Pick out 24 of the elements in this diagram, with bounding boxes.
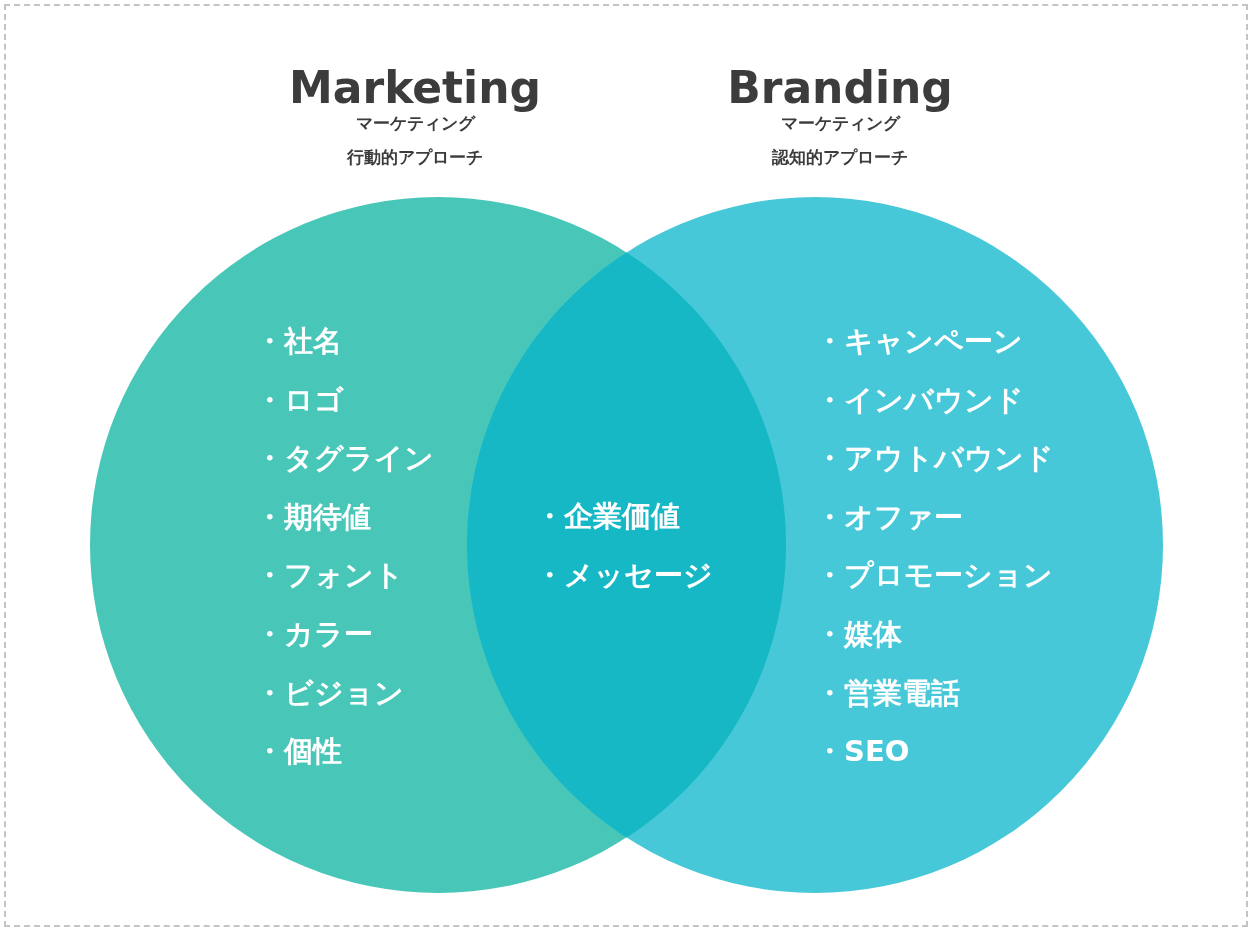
subheading: マーケティング — [355, 114, 475, 134]
list-item: ・媒体 — [815, 618, 902, 652]
subheading: 認知的アプローチ — [772, 148, 908, 168]
list-item: ・期待値 — [255, 500, 371, 535]
list-item: ・キャンペーン — [815, 325, 1023, 359]
list-item: ・営業電話 — [815, 676, 960, 710]
heading: Branding — [727, 63, 953, 114]
list-item: ・SEO — [815, 735, 910, 769]
list-item: ・社名 — [255, 325, 342, 359]
list-item: ・メッセージ — [535, 558, 713, 592]
list-item: ・インバウンド — [815, 383, 1024, 417]
list-item: ・タグライン — [255, 442, 434, 476]
list-item: ・アウトバウンド — [815, 442, 1054, 476]
subheading: マーケティング — [780, 114, 900, 134]
list-item: ・ロゴ — [255, 383, 344, 417]
heading: Marketing — [289, 63, 541, 114]
list-item: ・フォント — [255, 559, 404, 593]
list-item: ・オファー — [815, 500, 963, 535]
list-item: ・個性 — [255, 735, 342, 769]
list-item: ・プロモーション — [815, 559, 1053, 593]
list-item: ・ビジョン — [255, 676, 404, 710]
list-item: ・企業価値 — [535, 500, 680, 534]
subheading: 行動的アプローチ — [347, 148, 483, 168]
list-item: ・カラー — [255, 618, 373, 652]
